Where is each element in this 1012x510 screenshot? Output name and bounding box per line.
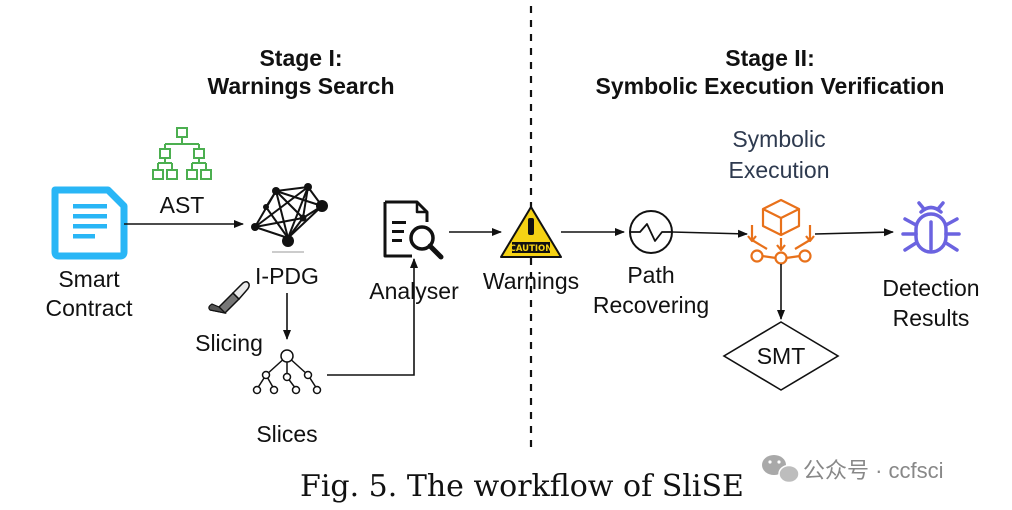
stage1-subtitle: Warnings Search xyxy=(207,73,394,99)
watermark-text: 公众号 · ccfsci xyxy=(803,458,944,483)
knife-icon xyxy=(208,280,250,315)
graph-icon xyxy=(251,183,328,253)
path-recovering-label-line2: Recovering xyxy=(593,292,709,318)
waveform-circle-icon xyxy=(629,210,673,254)
figure-caption: Fig. 5. The workflow of SliSE xyxy=(300,469,744,504)
wechat-icon xyxy=(762,455,800,484)
smart-contract-label-line2: Contract xyxy=(46,295,134,321)
detection-results-label-line2: Results xyxy=(893,305,970,331)
arrow-slices-to-analyser xyxy=(327,258,418,376)
path-recovering-label-line1: Path xyxy=(627,262,674,288)
slices-label: Slices xyxy=(256,421,317,447)
arrow-symbolic-to-detection xyxy=(814,228,894,237)
stage2-title: Stage II: xyxy=(725,45,814,71)
magnifier-document-icon xyxy=(383,200,444,260)
arrow-path-to-symbolic xyxy=(671,229,748,238)
tree-icon xyxy=(152,127,212,180)
ipdg-label: I-PDG xyxy=(255,263,319,289)
caution-text: CAUTION xyxy=(510,244,553,254)
detection-results-label-line1: Detection xyxy=(882,275,979,301)
caution-sign-icon: CAUTION xyxy=(500,206,562,258)
ast-label: AST xyxy=(160,192,205,218)
slicing-label: Slicing xyxy=(195,330,263,356)
smart-contract-label-line1: Smart xyxy=(58,266,120,292)
analyser-label: Analyser xyxy=(369,278,459,304)
symbolic-execution-label-line1: Symbolic xyxy=(732,126,825,152)
stage1-title: Stage I: xyxy=(259,45,342,71)
document-icon xyxy=(51,186,128,260)
stage2-subtitle: Symbolic Execution Verification xyxy=(596,73,945,99)
bug-icon xyxy=(901,201,961,254)
symbolic-execution-label-line2: Execution xyxy=(728,157,829,183)
cube-network-icon xyxy=(747,198,815,265)
smt-label: SMT xyxy=(757,343,806,369)
warnings-label: Warnings xyxy=(483,268,579,294)
smt-diamond xyxy=(722,321,840,391)
tree-slices-icon xyxy=(252,349,322,395)
